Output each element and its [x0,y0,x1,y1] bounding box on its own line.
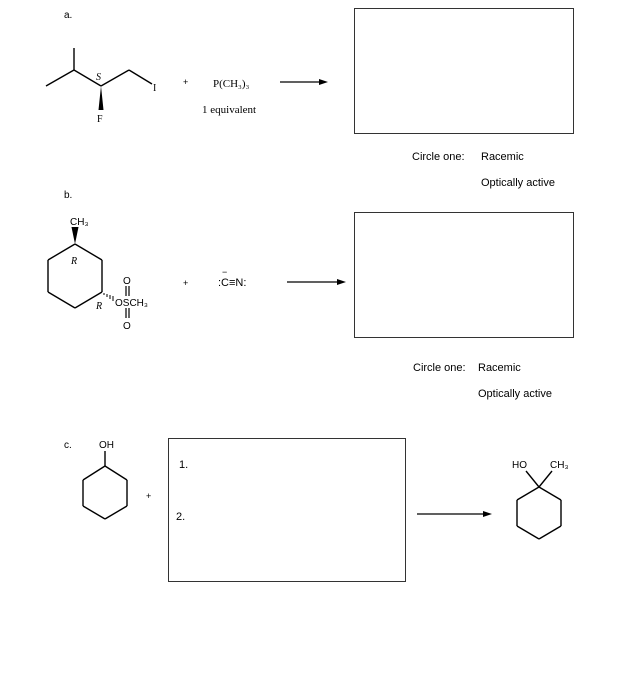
reagent-box-c[interactable]: 1. 2. [168,438,406,582]
hydroxyl-label: OH [99,440,114,451]
arrowhead-b [337,279,346,285]
plus-sign-c: + [146,491,152,501]
arrowhead-c [483,511,492,517]
option-optically-active-a[interactable]: Optically active [481,177,555,189]
stereo-label-r-top: R [70,256,77,267]
circle-one-a: Circle one: [412,151,465,163]
product-methyl: CH₃ [550,460,569,471]
sulfonyl-oxygen-bottom: O [123,321,131,332]
step-2-label: 2. [176,511,186,523]
cyclohexane-ring-b [47,243,103,309]
iodine-atom: I [153,83,156,94]
wedge-bond [98,86,104,110]
reagent-a: P(CH₃)₃ [213,78,250,90]
answer-box-a[interactable] [354,8,574,134]
sulfonyl-double-bonds [125,286,130,318]
cyclohexanol-ring [82,451,128,520]
product-hydroxyl: HO [512,460,527,471]
option-optically-active-b[interactable]: Optically active [478,388,552,400]
fluorine-atom: F [97,114,103,125]
circle-one-b: Circle one: [413,362,466,374]
plus-sign-a: + [183,77,189,87]
option-racemic-b[interactable]: Racemic [478,362,521,374]
cyanide-reagent: :C≡N: [218,277,247,289]
hashed-bond [103,293,114,301]
methyl-wedge [71,227,79,244]
stereo-label-r-bottom: R [95,301,102,312]
equivalents-note: 1 equivalent [202,104,257,116]
option-racemic-a[interactable]: Racemic [481,151,524,163]
problem-b-label: b. [64,190,73,201]
mesylate-group: OSCH₃ [115,298,148,309]
stereo-label-s: S [96,72,101,83]
sulfonyl-oxygen-top: O [123,276,131,287]
step-1-label: 1. [179,459,189,471]
plus-sign-b: + [183,278,189,288]
product-ring [516,470,562,540]
problem-a-label: a. [64,10,73,21]
arrowhead-a [319,79,328,85]
alkyl-iodide-skeleton [45,48,153,87]
cyanide-charge: − [222,267,228,277]
answer-box-b[interactable] [354,212,574,338]
problem-c-label: c. [64,440,72,451]
methyl-label-b: CH₃ [70,217,89,228]
